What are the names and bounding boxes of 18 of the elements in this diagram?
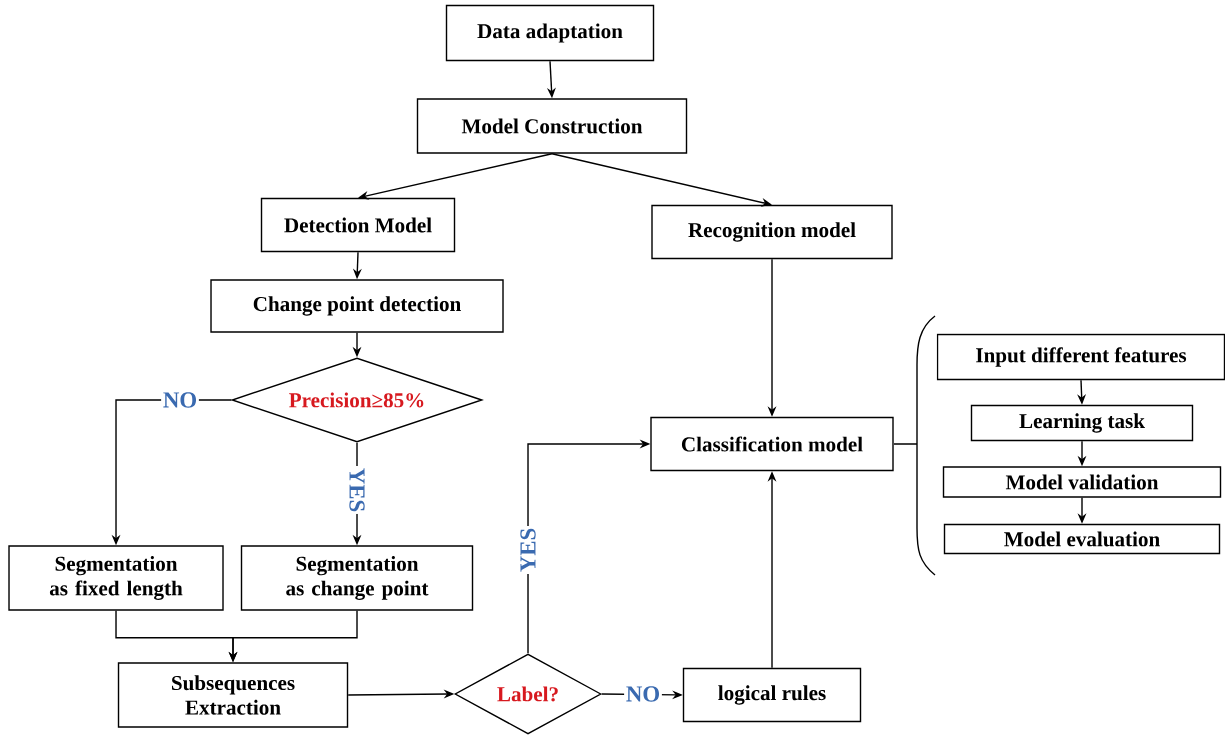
process-box: Segmentation as fixed length bbox=[8, 545, 224, 611]
edge-label: YES bbox=[518, 526, 538, 574]
process-box: Detection Model bbox=[260, 197, 456, 253]
edge-label: NO bbox=[161, 390, 199, 410]
edge-label: NO bbox=[624, 684, 662, 704]
process-box: Change point detection bbox=[210, 279, 504, 333]
process-box: Data adaptation bbox=[445, 4, 655, 62]
process-box: Model evaluation bbox=[943, 523, 1221, 555]
process-box: Learning task bbox=[970, 404, 1194, 442]
process-box: Model Construction bbox=[416, 98, 688, 154]
process-box: Recognition model bbox=[651, 204, 893, 260]
process-box: Input different features bbox=[936, 333, 1225, 381]
process-box: Classification model bbox=[650, 416, 894, 472]
edge-label: YES bbox=[347, 466, 367, 514]
process-box: Subsequences Extraction bbox=[117, 662, 349, 728]
process-box: Model validation bbox=[942, 466, 1222, 498]
process-box: Segmentation as change point bbox=[240, 545, 474, 611]
process-box: logical rules bbox=[682, 667, 862, 723]
